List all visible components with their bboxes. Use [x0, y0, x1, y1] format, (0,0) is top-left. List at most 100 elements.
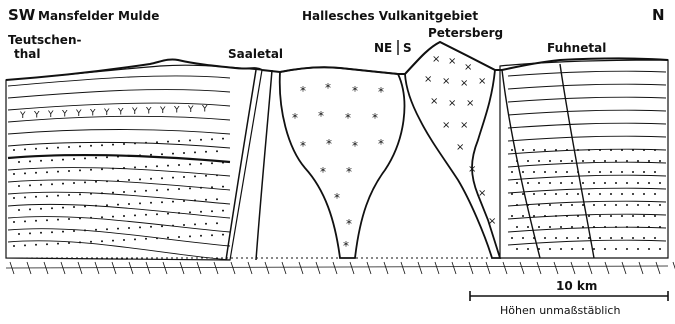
sandstone-dot [68, 170, 70, 172]
sandstone-dot [57, 243, 59, 245]
sandstone-dot [544, 215, 546, 217]
sandstone-dot [106, 204, 108, 206]
sandstone-dot [18, 185, 20, 187]
sandstone-dot [560, 204, 562, 206]
sandstone-dot [643, 149, 645, 151]
sandstone-dot [659, 182, 661, 184]
sandstone-dot [79, 169, 81, 171]
sandstone-dot [194, 223, 196, 225]
sandstone-dot [632, 237, 634, 239]
rhyolite-symbol: * [325, 81, 331, 95]
tuff-symbol: Y [89, 109, 96, 119]
sandstone-dot [134, 142, 136, 144]
sandstone-dot [577, 215, 579, 217]
sandstone-dot [637, 204, 639, 206]
sandstone-dot [51, 183, 53, 185]
sandstone-dot [582, 226, 584, 228]
sandstone-dot [522, 215, 524, 217]
sandstone-dot [648, 182, 650, 184]
sandstone-dot [161, 225, 163, 227]
sandstone-dot [205, 199, 207, 201]
sandstone-dot [593, 160, 595, 162]
sandstone-dot [566, 215, 568, 217]
sandstone-dot [516, 160, 518, 162]
sandstone-dot [599, 149, 601, 151]
rhyolite-symbol: * [352, 84, 358, 98]
sandstone-dot [516, 248, 518, 250]
direction-sw-label: SW [8, 6, 36, 24]
sandstone-dot [84, 205, 86, 207]
sandstone-dot [604, 204, 606, 206]
sandstone-dot [40, 184, 42, 186]
sandstone-dot [211, 234, 213, 236]
sandstone-dot [659, 248, 661, 250]
sandstone-dot [527, 226, 529, 228]
sandstone-dot [194, 175, 196, 177]
sandstone-dot [46, 219, 48, 221]
sandstone-dot [582, 182, 584, 184]
porphyry-symbol: × [478, 188, 486, 199]
sandstone-dot [599, 171, 601, 173]
porphyry-symbol: × [424, 74, 432, 85]
sandstone-dot [13, 197, 15, 199]
sandstone-dot [555, 193, 557, 195]
sandstone-dot [621, 171, 623, 173]
sandstone-dot [24, 244, 26, 246]
sandstone-dot [172, 201, 174, 203]
sandstone-dot [46, 195, 48, 197]
sandstone-dot [73, 230, 75, 232]
sandstone-dot [522, 193, 524, 195]
porphyry-symbol: × [466, 98, 474, 109]
sandstone-dot [659, 226, 661, 228]
sandstone-dot [522, 171, 524, 173]
sandstone-dot [211, 162, 213, 164]
sandstone-dot [79, 217, 81, 219]
sandstone-dot [659, 160, 661, 162]
sandstone-dot [610, 237, 612, 239]
sandstone-dot [29, 208, 31, 210]
sandstone-dot [35, 172, 37, 174]
rhyolite-symbol: * [300, 139, 306, 153]
sandstone-dot [68, 218, 70, 220]
sandstone-dot [57, 219, 59, 221]
sandstone-dot [538, 248, 540, 250]
sandstone-dot [571, 226, 573, 228]
sandstone-dot [560, 182, 562, 184]
sandstone-dot [40, 160, 42, 162]
sandstone-dot [35, 196, 37, 198]
sandstone-dot [62, 207, 64, 209]
sandstone-dot [183, 176, 185, 178]
sandstone-dot [205, 151, 207, 153]
sandstone-dot [73, 158, 75, 160]
sandstone-dot [57, 147, 59, 149]
sandstone-dot [79, 241, 81, 243]
sandstone-dot [588, 149, 590, 151]
sandstone-dot [123, 143, 125, 145]
sandstone-dot [29, 160, 31, 162]
sandstone-dot [145, 238, 147, 240]
sandstone-dot [101, 240, 103, 242]
sandstone-dot [511, 193, 513, 195]
sandstone-dot [13, 173, 15, 175]
sandstone-dot [178, 188, 180, 190]
sandstone-dot [643, 215, 645, 217]
sandstone-dot [566, 171, 568, 173]
sandstone-dot [615, 226, 617, 228]
sandstone-dot [533, 237, 535, 239]
sandstone-dot [123, 215, 125, 217]
sandstone-dot [40, 232, 42, 234]
sandstone-dot [549, 160, 551, 162]
sandstone-dot [610, 215, 612, 217]
sandstone-dot [101, 192, 103, 194]
porphyry-symbol: × [432, 54, 440, 65]
sandstone-dot [582, 160, 584, 162]
sandstone-dot [117, 156, 119, 158]
sandstone-dot [150, 178, 152, 180]
sandstone-dot [134, 190, 136, 192]
sandstone-dot [62, 231, 64, 233]
sandstone-dot [68, 242, 70, 244]
sandstone-dot [516, 204, 518, 206]
sandstone-dot [200, 139, 202, 141]
sandstone-dot [51, 231, 53, 233]
sandstone-dot [123, 167, 125, 169]
